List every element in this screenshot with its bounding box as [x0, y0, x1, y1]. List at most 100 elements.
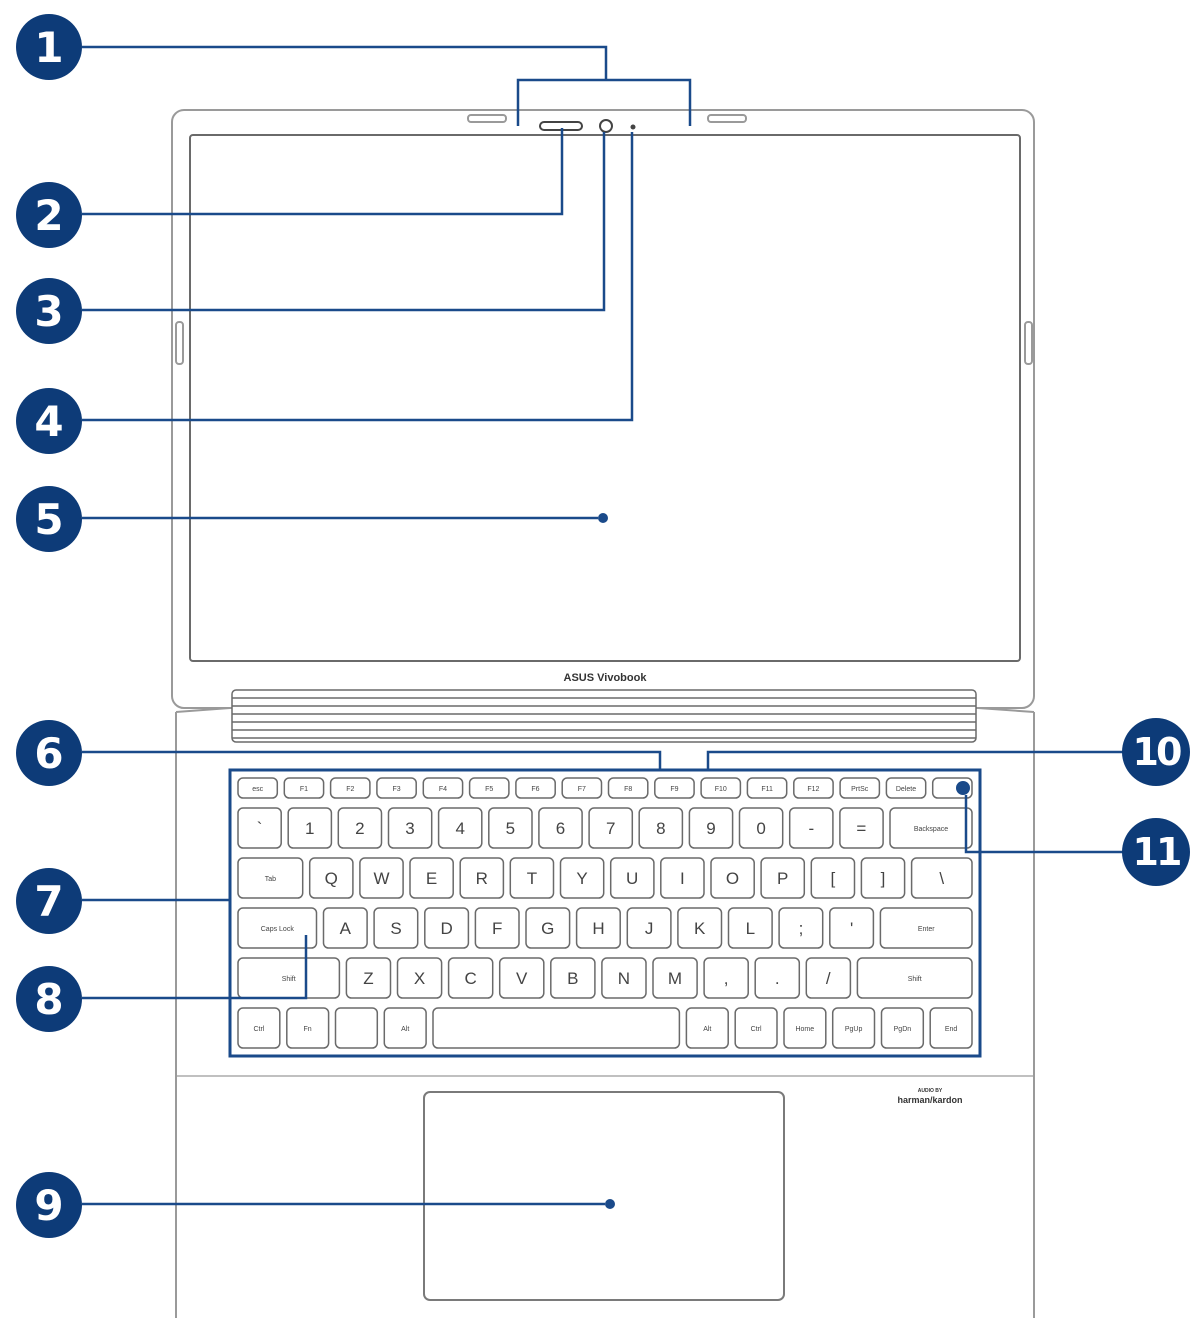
- key-label: K: [694, 919, 706, 938]
- key: [459, 857, 505, 899]
- key: [688, 807, 734, 849]
- key: [885, 777, 927, 799]
- touchpad: [423, 1091, 785, 1301]
- key: [409, 857, 454, 899]
- key-label: F2: [346, 786, 354, 793]
- key-label: F5: [485, 786, 493, 793]
- key: [525, 907, 571, 949]
- callout-11: 11: [1122, 818, 1190, 886]
- callout-3: 3: [16, 278, 82, 344]
- key-label: F6: [531, 786, 539, 793]
- key-label: Ctrl: [253, 1026, 264, 1033]
- key-label: R: [476, 869, 488, 888]
- key-label: L: [746, 919, 755, 938]
- key: [488, 807, 533, 849]
- key-label: 6: [556, 819, 565, 838]
- key: [588, 807, 634, 849]
- key-label: U: [626, 869, 638, 888]
- key-label: M: [668, 969, 682, 988]
- keyboard-area: [228, 768, 982, 1058]
- key-label: Backspace: [914, 826, 948, 833]
- key-label: A: [340, 919, 352, 938]
- key: [810, 857, 856, 899]
- key: [829, 907, 875, 949]
- key: [237, 807, 282, 849]
- key: [652, 957, 698, 999]
- key: [910, 857, 973, 899]
- key-label: J: [645, 919, 654, 938]
- key-label: 8: [656, 819, 665, 838]
- callout-5: 5: [16, 486, 82, 552]
- key-label: 2: [355, 819, 364, 838]
- key-label: 9: [706, 819, 715, 838]
- key-label: P: [777, 869, 788, 888]
- callout-8: 8: [16, 966, 82, 1032]
- key: [754, 957, 801, 999]
- key: [437, 807, 483, 849]
- key: [880, 1007, 925, 1049]
- key-label: Shift: [908, 976, 922, 983]
- key-label: PgDn: [894, 1026, 912, 1033]
- key: [839, 807, 884, 849]
- key: [860, 857, 906, 899]
- key-label: F12: [807, 786, 819, 793]
- audio-logo: harman/kardon: [897, 1095, 962, 1105]
- key: [561, 777, 603, 799]
- key: [889, 807, 973, 849]
- key-label: =: [856, 819, 866, 838]
- key-label: ;: [799, 919, 804, 938]
- key-label: F10: [715, 786, 727, 793]
- key-label: PgUp: [845, 1026, 863, 1033]
- key: [746, 777, 788, 799]
- key: [609, 857, 655, 899]
- key-label: W: [373, 869, 389, 888]
- key-label: O: [726, 869, 739, 888]
- laptop-base: [175, 707, 1035, 1318]
- key-label: E: [426, 869, 437, 888]
- key: [778, 907, 824, 949]
- key: [237, 857, 304, 899]
- key: [575, 907, 621, 949]
- key-label: X: [414, 969, 425, 988]
- key: [308, 857, 354, 899]
- key-label: F3: [393, 786, 401, 793]
- key: [373, 907, 419, 949]
- key-label: ]: [881, 869, 886, 888]
- key: [337, 807, 383, 849]
- key: [601, 957, 647, 999]
- lid-logo: ASUS Vivobook: [564, 672, 648, 684]
- key: [498, 957, 545, 999]
- key-label: Delete: [896, 786, 916, 793]
- key: [432, 1007, 681, 1049]
- key-label: F1: [300, 786, 308, 793]
- key: [322, 907, 368, 949]
- key: [831, 1007, 876, 1049]
- callout-4: 4: [16, 388, 82, 454]
- key: [654, 777, 695, 799]
- key: [474, 907, 520, 949]
- key-label: Tab: [265, 876, 276, 883]
- key: [283, 777, 325, 799]
- key: [237, 1007, 281, 1049]
- hinge: [231, 689, 977, 743]
- camera-indicator-icon: [630, 124, 636, 130]
- key: [345, 957, 392, 999]
- leader-lines: [82, 45, 1124, 1206]
- key-label: F7: [578, 786, 586, 793]
- key: [329, 777, 371, 799]
- key: [700, 777, 742, 799]
- key: [685, 1007, 729, 1049]
- key-label: -: [808, 819, 814, 838]
- key-label: G: [541, 919, 554, 938]
- key-label: ': [850, 919, 853, 938]
- key-label: V: [516, 969, 528, 988]
- key-label: B: [567, 969, 578, 988]
- key-label: F4: [439, 786, 447, 793]
- key: [734, 1007, 778, 1049]
- key: [468, 777, 510, 799]
- callout-10: 10: [1122, 718, 1190, 786]
- key-label: Y: [576, 869, 587, 888]
- key-label: S: [390, 919, 401, 938]
- key-label: H: [592, 919, 604, 938]
